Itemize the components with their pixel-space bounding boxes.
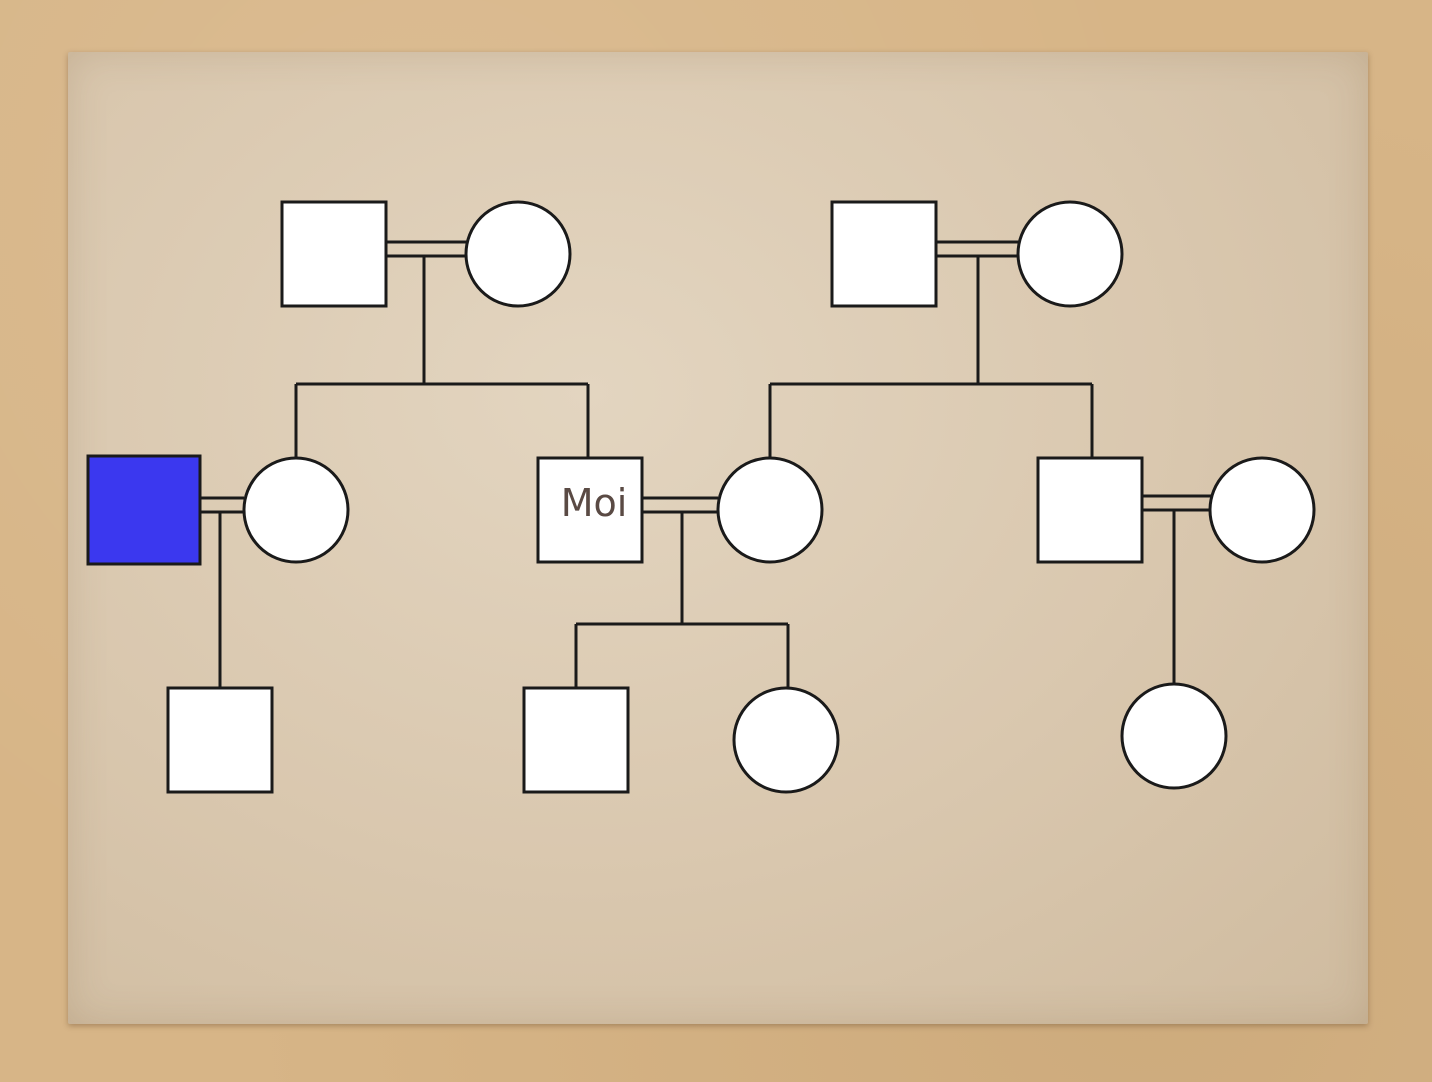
female-niece [1120,682,1228,790]
female-sister-in-law [1208,456,1316,564]
male-brother-in-law [1036,456,1144,564]
female-grandmother-left [464,200,572,308]
male-grandfather-right [830,200,938,308]
female-aunt [242,456,350,564]
male-affected-highlighted [86,454,202,566]
female-grandmother-right [1016,200,1124,308]
connector-lines [200,240,1212,688]
female-wife [716,456,824,564]
male-son [522,686,630,794]
self-label: Moi [561,481,628,525]
male-moi [536,456,644,564]
male-grandfather-left [280,200,388,308]
individuals [86,200,1316,794]
female-daughter [732,686,840,794]
male-cousin [166,686,274,794]
